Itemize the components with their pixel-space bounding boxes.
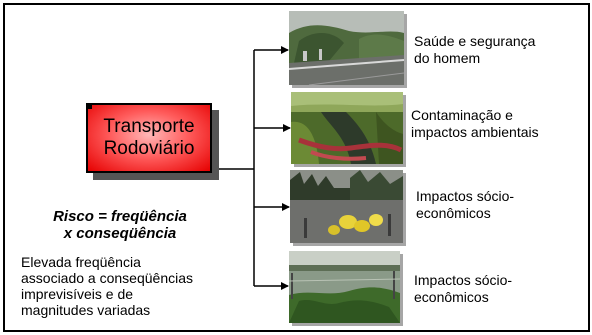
caption-line: Impactos sócio- (414, 272, 513, 288)
caption-line: econômicos (416, 205, 491, 221)
contaminated-stream-photo (291, 92, 403, 164)
caption-socioeconomic-2: Impactos sócio- econômicos (414, 272, 574, 306)
spill-containment-photo (290, 170, 403, 243)
transport-box-label: Transporte Rodoviário (94, 116, 204, 160)
description-line: Elevada freqüência (21, 254, 141, 270)
caption-line: do homem (414, 50, 481, 66)
description-line: associado a conseqüências (21, 270, 194, 286)
caption-line: econômicos (414, 289, 489, 305)
box-corner-marker (86, 103, 92, 109)
risk-formula: Risco = freqüência x conseqüência (20, 208, 220, 242)
caption-line: impactos ambientais (411, 124, 539, 140)
risk-description: Elevada freqüência associado a conseqüên… (21, 254, 241, 318)
caption-line: Contaminação e (411, 107, 513, 123)
caption-line: Saúde e segurança (414, 33, 536, 49)
flooded-area-photo (289, 251, 400, 323)
transport-label-line1: Transporte (103, 116, 195, 137)
description-line: imprevisíveis e de (21, 286, 134, 302)
road-scene-photo (289, 11, 404, 85)
risk-formula-line1: Risco = freqüência (53, 208, 187, 225)
caption-contamination: Contaminação e impactos ambientais (411, 107, 586, 141)
risk-formula-line2: x conseqüência (63, 225, 177, 242)
caption-line: Impactos sócio- (416, 188, 515, 204)
description-line: magnitudes variadas (21, 302, 151, 318)
transport-box: Transporte Rodoviário (86, 103, 212, 173)
transport-label-line2: Rodoviário (103, 138, 195, 159)
caption-socioeconomic-1: Impactos sócio- econômicos (416, 188, 576, 222)
caption-health-safety: Saúde e segurança do homem (414, 33, 584, 67)
